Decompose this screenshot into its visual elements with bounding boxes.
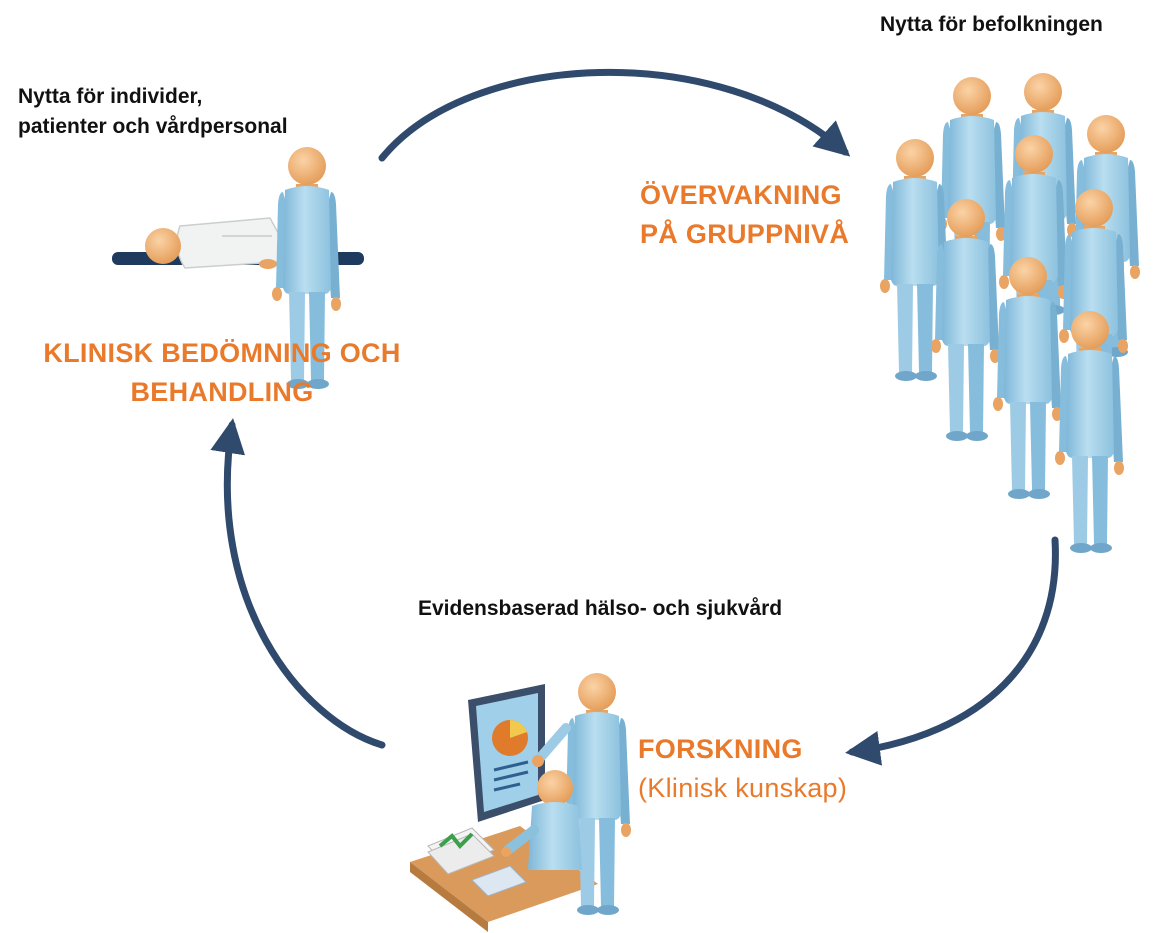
arrow-right <box>845 536 1059 766</box>
arrow-top <box>378 69 851 162</box>
population-title: ÖVERVAKNING PÅ GRUPPNIVÅ <box>640 176 849 254</box>
research-title: FORSKNING (Klinisk kunskap) <box>638 730 847 808</box>
population-benefit: Nytta för befolkningen <box>880 13 1103 36</box>
research-title-sub: (Klinisk kunskap) <box>638 773 848 803</box>
research-title-main: FORSKNING <box>638 734 803 764</box>
clinical-title: KLINISK BEDÖMNING OCH BEHANDLING <box>22 334 422 412</box>
population-title-line2: PÅ GRUPPNIVÅ <box>640 219 850 249</box>
research-caption: Evidensbaserad hälso- och sjukvård <box>418 597 783 620</box>
arrow-left <box>210 418 386 749</box>
researchers-at-computer-icon <box>410 673 631 932</box>
clinical-benefit-line2: patienter och vårdpersonal <box>18 115 288 138</box>
clinical-benefit-line1: Nytta för individer, <box>18 85 203 108</box>
doctor-with-patient-icon <box>112 147 364 389</box>
crowd-icon <box>880 73 1140 553</box>
clinical-title-line2: BEHANDLING <box>130 377 314 407</box>
population-title-line1: ÖVERVAKNING <box>640 180 842 210</box>
clinical-title-line1: KLINISK BEDÖMNING OCH <box>43 338 401 368</box>
